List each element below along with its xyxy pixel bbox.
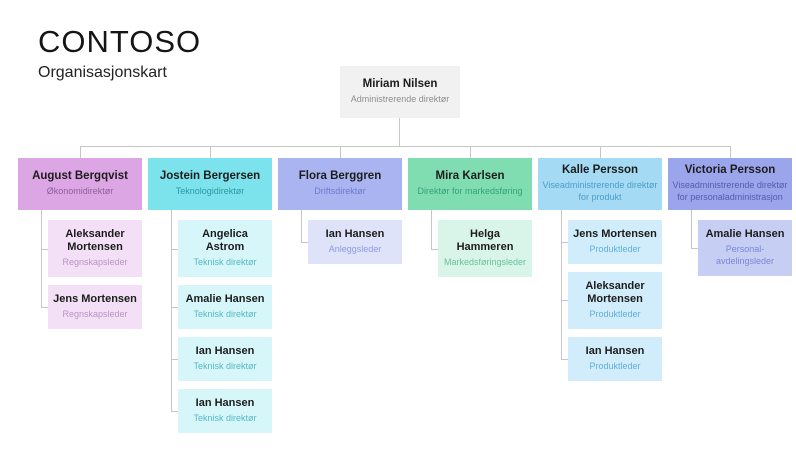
org-card-parent: Flora Berggren Driftsdirektør <box>278 158 402 210</box>
person-name: Helga Hammeren <box>456 228 514 254</box>
connector-branch-vertical <box>561 210 562 359</box>
connector-branch-vertical <box>301 210 302 242</box>
connector-stub <box>210 146 211 158</box>
person-role: Teknologidirektør <box>175 186 245 197</box>
person-role: Produktleder <box>589 309 641 320</box>
person-name: Amalie Hansen <box>185 293 265 306</box>
org-children: Jens Mortensen Produktleder Aleksander M… <box>561 220 662 381</box>
org-card-parent: Mira Karlsen Direktør for markedsføring <box>408 158 532 210</box>
org-card-child: Ian Hansen Teknisk direktør <box>171 336 272 381</box>
person-role: Markedsføringsleder <box>443 257 527 268</box>
person-role: Produktleder <box>589 244 641 255</box>
person-role: Teknisk direktør <box>193 257 257 268</box>
org-children: Amalie Hansen Personal-avdelingsleder <box>691 220 792 276</box>
person-role: Viseadministrerende direktør for produkt <box>542 180 658 202</box>
connector-stub <box>600 146 601 158</box>
org-column-markedsforing: Mira Karlsen Direktør for markedsføring … <box>408 158 532 278</box>
org-card-root: Miriam Nilsen Administrerende direktør <box>340 66 460 118</box>
org-card-parent: Victoria Persson Viseadministrerende dir… <box>668 158 792 210</box>
person-role: Teknisk direktør <box>193 413 257 423</box>
org-card-child: Helga Hammeren Markedsføringsleder <box>431 220 532 278</box>
person-role: Administrerende direktør <box>350 94 450 105</box>
person-name: Victoria Persson <box>684 164 776 177</box>
org-column-okonomi: August Bergqvist Økonomidirektør Aleksan… <box>18 158 142 329</box>
org-children: Helga Hammeren Markedsføringsleder <box>431 220 532 278</box>
person-name: Jostein Bergersen <box>159 170 261 183</box>
person-role: Viseadministrerende direktør for persona… <box>672 180 788 202</box>
person-name: Angelica Astrom <box>202 228 248 254</box>
org-card-child: Aleksander Mortensen Regnskapsleder <box>41 220 142 278</box>
org-children: Angelica Astrom Teknisk direktør Amalie … <box>171 220 272 433</box>
person-role: Teknisk direktør <box>193 361 257 372</box>
person-name: Flora Berggren <box>298 170 382 183</box>
connector-branch-vertical <box>691 210 692 248</box>
person-name: Miriam Nilsen <box>362 78 438 91</box>
person-name: Ian Hansen <box>585 344 645 357</box>
org-card-parent: Kalle Persson Viseadministrerende direkt… <box>538 158 662 210</box>
connector-branch-vertical <box>171 210 172 411</box>
person-name: Mira Karlsen <box>435 170 505 183</box>
person-role: Anleggsleder <box>328 244 382 255</box>
page-subtitle: Organisasjonskart <box>38 64 167 81</box>
person-role: Teknisk direktør <box>193 309 257 320</box>
person-role: Driftsdirektør <box>314 186 366 197</box>
connector-root-vertical <box>399 118 400 147</box>
org-column-produkt: Kalle Persson Viseadministrerende direkt… <box>538 158 662 381</box>
connector-branch-vertical <box>431 210 432 249</box>
connector-stub <box>730 146 731 158</box>
connector-horizontal <box>80 146 731 147</box>
org-card-parent: Jostein Bergersen Teknologidirektør <box>148 158 272 210</box>
connector-stub <box>340 146 341 158</box>
org-column-personal: Victoria Persson Viseadministrerende dir… <box>668 158 792 276</box>
person-name: August Bergqvist <box>32 170 128 183</box>
person-name: Aleksander Mortensen <box>65 228 125 254</box>
person-role: Personal-avdelingsleder <box>715 244 775 266</box>
org-children: Aleksander Mortensen Regnskapsleder Jens… <box>41 220 142 329</box>
person-name: Kalle Persson <box>561 164 639 177</box>
org-children: Ian Hansen Anleggsleder <box>301 220 402 264</box>
page-header: CONTOSO Organisasjonskart <box>38 24 201 82</box>
org-card-child: Amalie Hansen Teknisk direktør <box>171 285 272 329</box>
org-card-child: Jens Mortensen Regnskapsleder <box>41 285 142 329</box>
person-name: Amalie Hansen <box>705 228 785 240</box>
org-card-parent: August Bergqvist Økonomidirektør <box>18 158 142 210</box>
org-card-child: Aleksander Mortensen Produktleder <box>561 271 662 329</box>
person-role: Produktleder <box>589 361 641 372</box>
org-card-child: Jens Mortensen Produktleder <box>561 220 662 264</box>
org-card-child: Ian Hansen Produktleder <box>561 336 662 381</box>
org-card-child: Ian Hansen Teknisk direktør <box>171 388 272 433</box>
org-card-child: Ian Hansen Anleggsleder <box>301 220 402 264</box>
person-name: Jens Mortensen <box>53 293 137 306</box>
person-name: Ian Hansen <box>195 344 255 357</box>
org-card-child: Angelica Astrom Teknisk direktør <box>171 220 272 278</box>
person-name: Ian Hansen <box>325 228 385 240</box>
connector-stub <box>80 146 81 158</box>
org-column-teknologi: Jostein Bergersen Teknologidirektør Ange… <box>148 158 272 433</box>
person-role: Økonomidirektør <box>46 186 114 197</box>
person-role: Regnskapsleder <box>62 309 128 320</box>
person-name: Aleksander Mortensen <box>585 279 645 306</box>
company-title: CONTOSO <box>38 24 202 59</box>
person-role: Regnskapsleder <box>62 257 128 268</box>
person-name: Jens Mortensen <box>573 228 657 240</box>
org-card-child: Amalie Hansen Personal-avdelingsleder <box>691 220 792 276</box>
org-column-drift: Flora Berggren Driftsdirektør Ian Hansen… <box>278 158 402 264</box>
connector-branch-vertical <box>41 210 42 307</box>
person-name: Ian Hansen <box>195 396 255 409</box>
connector-stub <box>470 146 471 158</box>
person-role: Direktør for markedsføring <box>417 186 523 197</box>
